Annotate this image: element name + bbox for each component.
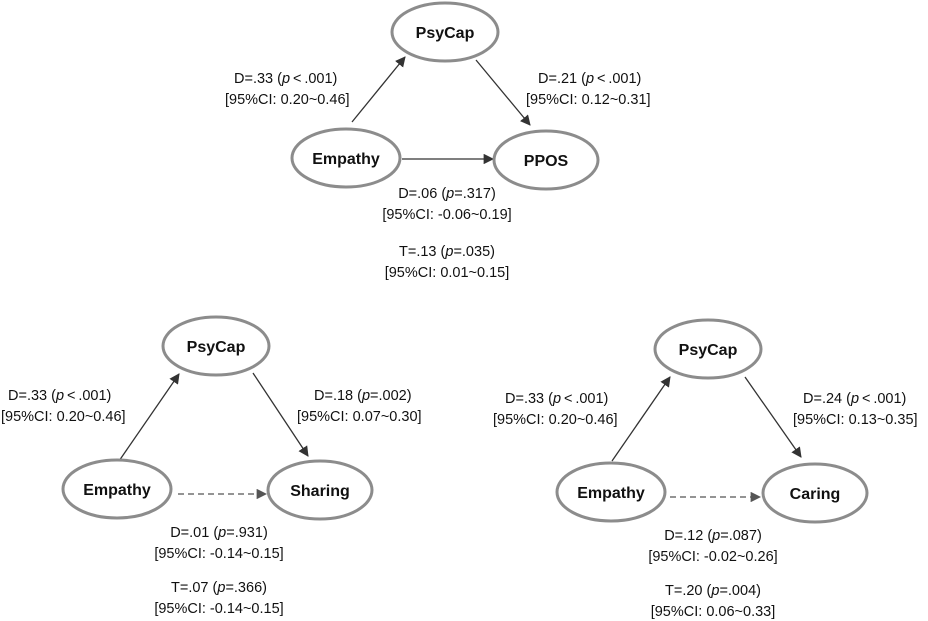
node-psycap: PsyCap: [161, 315, 271, 377]
node-empathy: Empathy: [61, 458, 173, 520]
b-path-coef: D=.21 (p < .001): [538, 71, 641, 87]
node-sharing-label: Sharing: [290, 483, 350, 500]
b-path-ci: [95%CI: 0.12~0.31]: [526, 92, 651, 108]
model-caring: PsyCap Empathy Caring D=.33 (p < .001) […: [493, 318, 918, 620]
total-ci: [95%CI: -0.14~0.15]: [154, 601, 283, 617]
total-ci: [95%CI: 0.01~0.15]: [385, 265, 510, 281]
node-caring-label: Caring: [790, 486, 841, 503]
node-sharing: Sharing: [266, 459, 374, 521]
total-coef: T=.13 (p=.035): [399, 244, 495, 260]
node-psycap-label: PsyCap: [187, 339, 246, 356]
node-empathy: Empathy: [555, 461, 667, 523]
node-psycap-label: PsyCap: [679, 342, 738, 359]
edge-psycap-ppos: [475, 59, 531, 126]
edge-psycap-sharing: [252, 372, 309, 457]
b-path-coef: D=.18 (p=.002): [314, 388, 412, 404]
b-path-coef: D=.24 (p < .001): [803, 391, 906, 407]
a-path-ci: [95%CI: 0.20~0.46]: [1, 409, 126, 425]
node-empathy-label: Empathy: [577, 485, 645, 502]
node-ppos-label: PPOS: [524, 153, 569, 170]
direct-coef: D=.12 (p=.087): [664, 528, 762, 544]
direct-ci: [95%CI: -0.06~0.19]: [382, 207, 511, 223]
edge-empathy-psycap: [118, 373, 180, 462]
a-path-coef: D=.33 (p < .001): [505, 391, 608, 407]
total-coef: T=.20 (p=.004): [665, 583, 761, 599]
node-empathy: Empathy: [290, 127, 402, 189]
model-ppos: PsyCap Empathy PPOS D=.33 (p < .001) [95…: [225, 1, 651, 281]
total-ci: [95%CI: 0.06~0.33]: [651, 604, 776, 620]
b-path-ci: [95%CI: 0.07~0.30]: [297, 409, 422, 425]
direct-coef: D=.06 (p=.317): [398, 186, 496, 202]
node-psycap: PsyCap: [653, 318, 763, 380]
a-path-coef: D=.33 (p < .001): [8, 388, 111, 404]
node-empathy-label: Empathy: [83, 482, 151, 499]
direct-ci: [95%CI: -0.14~0.15]: [154, 546, 283, 562]
node-psycap: PsyCap: [390, 1, 500, 63]
a-path-ci: [95%CI: 0.20~0.46]: [225, 92, 350, 108]
node-empathy-label: Empathy: [312, 151, 380, 168]
node-psycap-label: PsyCap: [416, 25, 475, 42]
a-path-coef: D=.33 (p < .001): [234, 71, 337, 87]
direct-ci: [95%CI: -0.02~0.26]: [648, 549, 777, 565]
node-caring: Caring: [761, 462, 869, 524]
edge-empathy-psycap: [351, 56, 406, 123]
model-sharing: PsyCap Empathy Sharing D=.33 (p < .001) …: [1, 315, 422, 617]
direct-coef: D=.01 (p=.931): [170, 525, 268, 541]
edge-empathy-psycap: [611, 376, 671, 462]
b-path-ci: [95%CI: 0.13~0.35]: [793, 412, 918, 428]
a-path-ci: [95%CI: 0.20~0.46]: [493, 412, 618, 428]
node-ppos: PPOS: [492, 129, 600, 191]
edge-psycap-caring: [744, 376, 802, 458]
total-coef: T=.07 (p=.366): [171, 580, 267, 596]
